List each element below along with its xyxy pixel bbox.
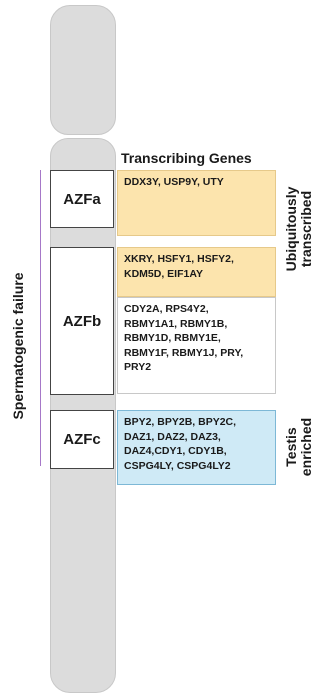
region-azfb: AZFb — [50, 247, 114, 395]
spermatogenic-failure-line — [40, 170, 41, 466]
genes-azfb-ubiquitous: XKRY, HSFY1, HSFY2, KDM5D, EIF1AY — [117, 247, 276, 297]
genes-azfa: DDX3Y, USP9Y, UTY — [117, 170, 276, 236]
chromosome-short-arm — [50, 5, 116, 135]
ubiquitously-transcribed-label: Ubiquitously transcribed — [283, 186, 314, 272]
region-azfa: AZFa — [50, 170, 114, 228]
spermatogenic-failure-label: Spermatogenic failure — [10, 272, 26, 420]
genes-azfc: BPY2, BPY2B, BPY2C, DAZ1, DAZ2, DAZ3, DA… — [117, 410, 276, 485]
region-azfc: AZFc — [50, 410, 114, 469]
testis-enriched-label: Testis enriched — [283, 417, 314, 477]
transcribing-genes-header: Transcribing Genes — [121, 150, 252, 166]
genes-azfb-other: CDY2A, RPS4Y2, RBMY1A1, RBMY1B, RBMY1D, … — [117, 297, 276, 394]
